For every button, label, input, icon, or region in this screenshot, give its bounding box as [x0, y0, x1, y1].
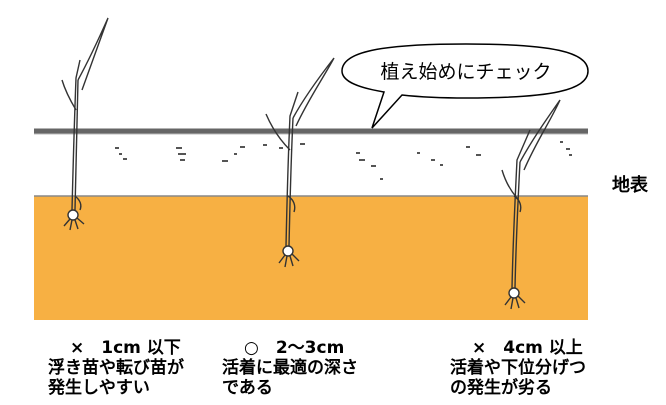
ground-surface-label: 地表: [612, 174, 649, 196]
caption-optimal-depth: ○ 2～3cm: [244, 338, 345, 358]
caption-optimal-line1: 活着に最適の深さ: [222, 358, 358, 378]
caption-deep: × 4cm 以上 活着や下位分げつ の発生が劣る: [450, 338, 586, 398]
soil-layer: [34, 196, 588, 320]
caption-deep-line2: の発生が劣る: [450, 378, 552, 398]
callout-text: 植え始めにチェック: [380, 61, 551, 83]
seedling-shallow: [61, 17, 109, 231]
seedling-optimal: [265, 57, 335, 268]
sediment-specks: [115, 141, 572, 180]
callout-bubble: [341, 43, 589, 129]
caption-shallow: × 1cm 以下 浮き苗や転び苗が 発生しやすい: [48, 338, 184, 398]
caption-deep-line1: 活着や下位分げつ: [450, 358, 586, 378]
caption-shallow-line2: 発生しやすい: [48, 378, 150, 398]
caption-optimal: ○ 2～3cm 活着に最適の深さ である: [222, 338, 358, 398]
caption-deep-depth: × 4cm 以上: [472, 338, 583, 358]
seedling-deep: [501, 99, 561, 310]
caption-shallow-line1: 浮き苗や転び苗が: [48, 358, 184, 378]
caption-shallow-depth: × 1cm 以下: [70, 338, 181, 358]
caption-optimal-line2: である: [222, 378, 273, 398]
